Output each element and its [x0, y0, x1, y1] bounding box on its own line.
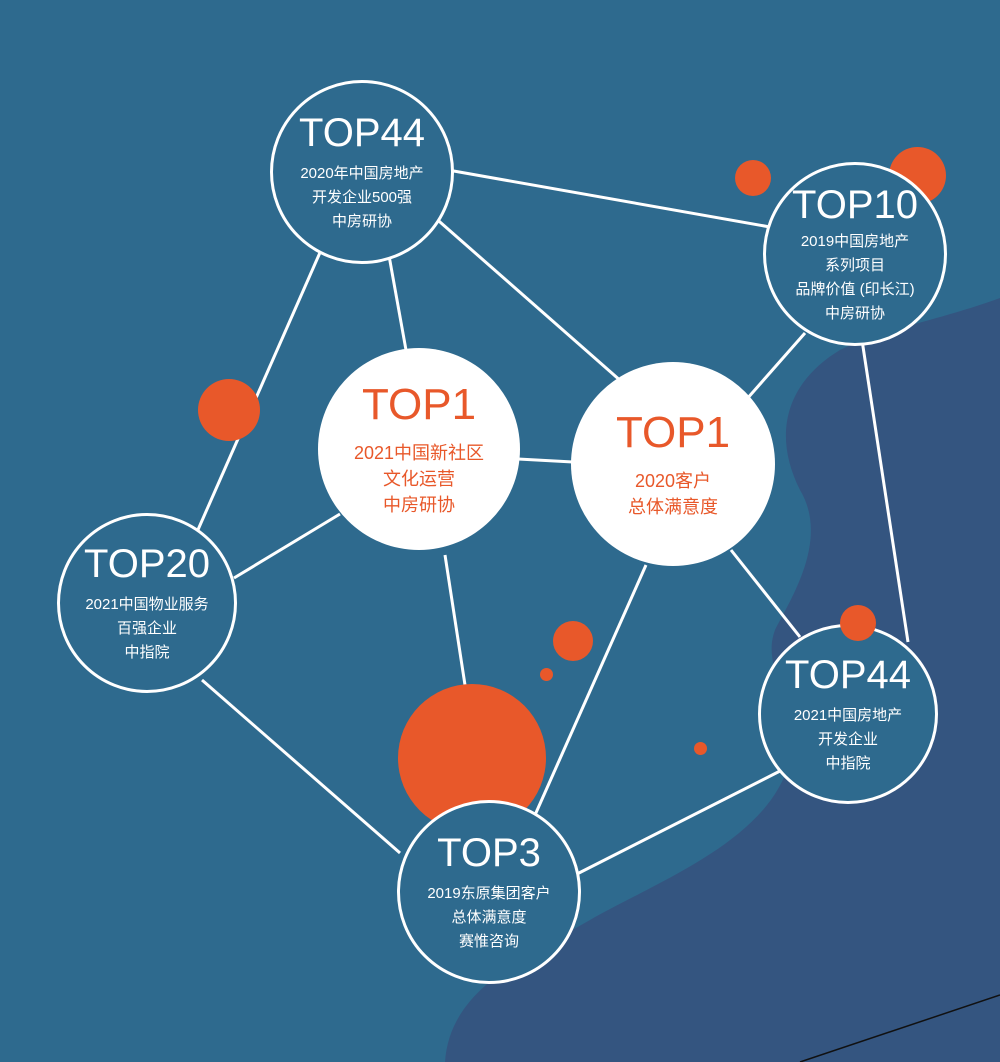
orange-dot [553, 621, 593, 661]
award-node-top44-2020: TOP44 2020年中国房地产 开发企业500强 中房研协 [270, 80, 454, 264]
award-node-top1-satisfaction: TOP1 2020客户 总体满意度 [571, 362, 775, 566]
wave-shape [445, 298, 1000, 1062]
orange-dot [540, 668, 553, 681]
desc-line: 赛惟咨询 [458, 933, 519, 950]
desc-line: 中指院 [124, 644, 170, 661]
desc-line: 2020年中国房地产 [300, 165, 424, 182]
edge-n3-n7 [443, 554, 467, 686]
desc-line: 2020客户 [634, 471, 712, 491]
desc-line: 2021中国物业服务 [85, 596, 209, 613]
edge-n2-n4 [744, 332, 807, 401]
desc-line: 文化运营 [383, 469, 455, 489]
edge-n6-n7 [574, 768, 783, 877]
rank-label: TOP1 [361, 380, 477, 429]
orange-dot [735, 160, 771, 196]
edge-n4-n7 [533, 564, 648, 816]
edge-n2-n6 [860, 339, 910, 643]
desc-line: 2019东原集团客户 [427, 885, 551, 902]
desc-line: 中房研协 [383, 495, 455, 515]
rank-label: TOP10 [792, 183, 918, 227]
edge-n5-n7 [201, 678, 401, 855]
award-node-top1-community: TOP1 2021中国新社区 文化运营 中房研协 [318, 348, 520, 550]
orange-dot [840, 605, 876, 641]
edge-n1-n3 [386, 249, 408, 351]
rank-label: TOP1 [615, 408, 731, 457]
corner-line [799, 994, 1000, 1062]
edge-n4-n6 [729, 549, 802, 638]
award-node-top3-2019: TOP3 2019东原集团客户 总体满意度 赛惟咨询 [397, 800, 581, 984]
desc-line: 开发企业 [817, 731, 878, 748]
edge-n3-n5 [233, 512, 341, 580]
connectors [195, 168, 910, 877]
edge-n1-n2 [447, 168, 771, 229]
edge-n1-n5 [195, 247, 324, 533]
award-node-top20-2021: TOP20 2021中国物业服务 百强企业 中指院 [57, 513, 237, 693]
orange-dot [198, 379, 260, 441]
edge-n1-n4 [431, 213, 623, 384]
edge-n3-n4 [517, 457, 574, 464]
desc-line: 百强企业 [116, 620, 177, 637]
desc-line: 总体满意度 [628, 497, 718, 517]
desc-line: 开发企业500强 [311, 189, 413, 206]
desc-line: 中房研协 [824, 305, 885, 322]
rank-label: TOP44 [299, 111, 425, 155]
desc-line: 总体满意度 [451, 909, 527, 926]
desc-line: 2021中国新社区 [353, 443, 485, 463]
rank-label: TOP20 [84, 542, 210, 586]
desc-line: 品牌价值 (印长江) [795, 281, 915, 298]
award-node-top44-2021: TOP44 2021中国房地产 开发企业 中指院 [758, 624, 938, 804]
desc-line: 2019中国房地产 [800, 233, 910, 250]
desc-line: 中指院 [825, 755, 871, 772]
desc-line: 2021中国房地产 [793, 707, 903, 724]
award-node-top10-2019: TOP10 2019中国房地产 系列项目 品牌价值 (印长江) 中房研协 [763, 162, 947, 346]
desc-line: 系列项目 [824, 257, 885, 274]
rank-label: TOP3 [437, 831, 541, 875]
rank-label: TOP44 [785, 653, 911, 697]
orange-dot [694, 742, 707, 755]
desc-line: 中房研协 [331, 213, 392, 230]
